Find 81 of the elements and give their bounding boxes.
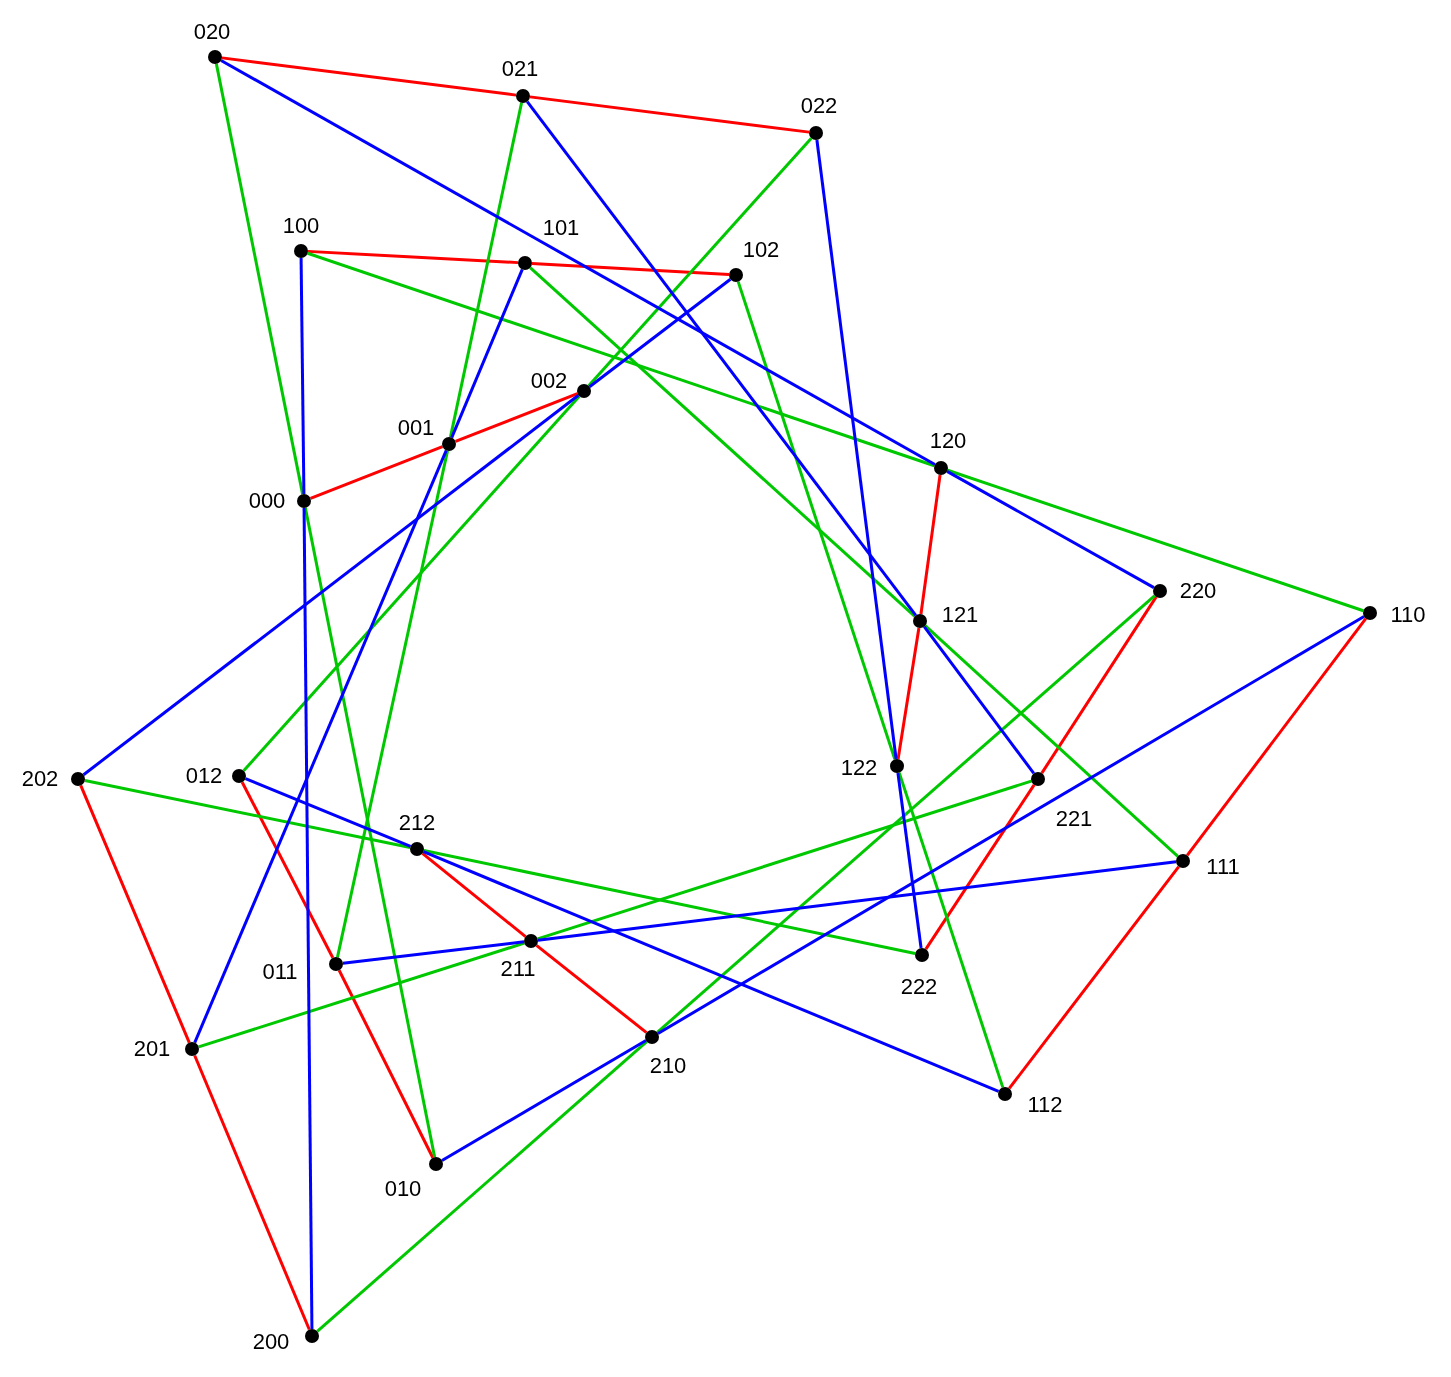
edge-line	[587, 137, 813, 387]
vertex-label: 220	[1179, 580, 1217, 602]
edge-line	[450, 268, 524, 439]
vertex-label: 210	[649, 1055, 687, 1077]
edge-line	[307, 249, 519, 265]
edge-line	[449, 102, 523, 438]
vertex-label: 001	[397, 417, 435, 439]
edge-line	[815, 139, 898, 760]
vertex-label: 110	[1390, 604, 1426, 626]
edge-line	[537, 779, 1032, 941]
vertex-label: 010	[384, 1178, 422, 1200]
edge-line	[79, 784, 191, 1044]
edge-line	[529, 266, 916, 618]
vertex-label: 202	[21, 768, 59, 790]
edge-line	[897, 772, 1005, 1088]
edge-line	[342, 940, 525, 965]
edge-line	[441, 1039, 647, 1162]
edge-line	[1008, 865, 1180, 1090]
vertex-label: 011	[262, 961, 298, 983]
edge-line	[454, 392, 579, 443]
vertex-label: 021	[501, 58, 539, 80]
edge-line	[221, 56, 517, 97]
edge-line	[220, 59, 936, 466]
vertex-label: 122	[840, 757, 878, 779]
edge-line	[657, 615, 1365, 1035]
edge-line	[529, 95, 810, 134]
vertex-label: 100	[282, 215, 320, 237]
edge-line	[336, 450, 449, 958]
vertex-label: 012	[185, 765, 223, 787]
edge-line	[302, 508, 314, 1329]
edge-line	[656, 594, 1156, 1034]
edge-line	[537, 860, 1177, 942]
vertex-label: 201	[133, 1038, 171, 1060]
edge-line	[303, 507, 437, 1158]
edge-line	[242, 395, 581, 772]
edge-line	[924, 624, 1179, 858]
edge-line	[316, 1040, 648, 1333]
edge-line	[896, 772, 923, 949]
edge-line	[193, 1054, 311, 1331]
edge-line	[307, 251, 935, 468]
edge-line	[736, 281, 897, 760]
edge-line	[896, 627, 921, 760]
vertex-label: 102	[742, 239, 780, 261]
edge-line	[309, 445, 444, 500]
edge-line	[193, 449, 448, 1044]
vertex-label: 020	[193, 21, 231, 43]
edge-line	[1186, 617, 1367, 857]
edge-line	[526, 100, 917, 617]
vertex-label: 101	[542, 217, 580, 239]
vertex-label: 211	[500, 958, 536, 980]
vertex-label: 120	[929, 430, 967, 452]
edge-line	[198, 941, 525, 1049]
vertex-label: 002	[530, 370, 568, 392]
edge-line	[1040, 596, 1158, 774]
vertex-label: 022	[800, 95, 838, 117]
edge-line	[535, 944, 648, 1034]
edge-line	[531, 261, 730, 277]
edge-line	[423, 848, 916, 956]
vertex-label: 222	[900, 976, 938, 998]
edge-line	[588, 278, 732, 388]
vertex-label: 121	[941, 604, 979, 626]
edge-line	[422, 850, 1000, 1093]
edge-line	[946, 470, 1155, 589]
edge-line	[337, 969, 435, 1159]
vertex-label: 000	[248, 490, 286, 512]
edge-line	[214, 63, 305, 495]
edge-line	[240, 781, 335, 959]
edge-line	[924, 784, 1036, 950]
edge-line	[923, 625, 1035, 775]
edge-line	[421, 852, 527, 938]
vertex-label: 111	[1206, 856, 1240, 878]
vertex-label: 200	[252, 1331, 290, 1353]
edge-line	[84, 778, 411, 850]
edge-line	[947, 468, 1364, 613]
vertex-label: 112	[1027, 1094, 1063, 1116]
edge-line	[299, 257, 306, 495]
vertex-label: 212	[398, 812, 436, 834]
vertex-label: 221	[1055, 808, 1093, 830]
edge-line	[244, 777, 412, 848]
edge-line	[82, 394, 580, 776]
edge-line	[919, 474, 942, 615]
